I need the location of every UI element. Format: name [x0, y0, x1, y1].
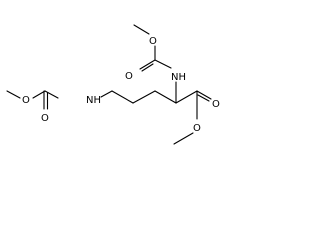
bond-carbonyl-double-top-a: [139, 59, 156, 70]
bond-o-carbonyl-c-left: [32, 90, 46, 99]
bond-ester-double-a: [196, 90, 212, 100]
bond-chain-3: [154, 90, 177, 104]
atom-label-layer: O O NH O O NH O O: [22, 36, 220, 134]
bond-nh-carbonyl-top: [154, 59, 172, 69]
bond-ester-double-b: [197, 94, 210, 102]
atom-o-right-ester: O: [193, 123, 201, 134]
atom-o-top-carbonyl: O: [125, 71, 133, 82]
bond-chain-1: [111, 90, 134, 104]
bond-carbonyl-double-top-b: [141, 63, 154, 72]
bond-nh-left-c: [100, 90, 113, 98]
bond-o-methyl-top: [133, 24, 150, 35]
atom-o-left-carbonyl: O: [41, 113, 49, 124]
atom-o-left-ester: O: [22, 95, 30, 106]
chemical-structure: O O NH O O NH O O: [6, 24, 220, 145]
atom-nh-alpha: NH: [171, 72, 186, 83]
bond-chain-2: [132, 90, 156, 104]
bond-layer: [6, 24, 212, 145]
atom-o-top-ester: O: [149, 36, 157, 47]
bond-methyl-o-left: [6, 90, 21, 99]
atom-nh-left: NH: [86, 95, 101, 106]
atom-o-right-carbonyl: O: [212, 99, 220, 110]
bond-ester-o-methyl: [173, 132, 194, 145]
bond-alpha-c-ester-c: [175, 90, 198, 104]
bond-carbonyl-c-nh-left: [44, 90, 59, 99]
